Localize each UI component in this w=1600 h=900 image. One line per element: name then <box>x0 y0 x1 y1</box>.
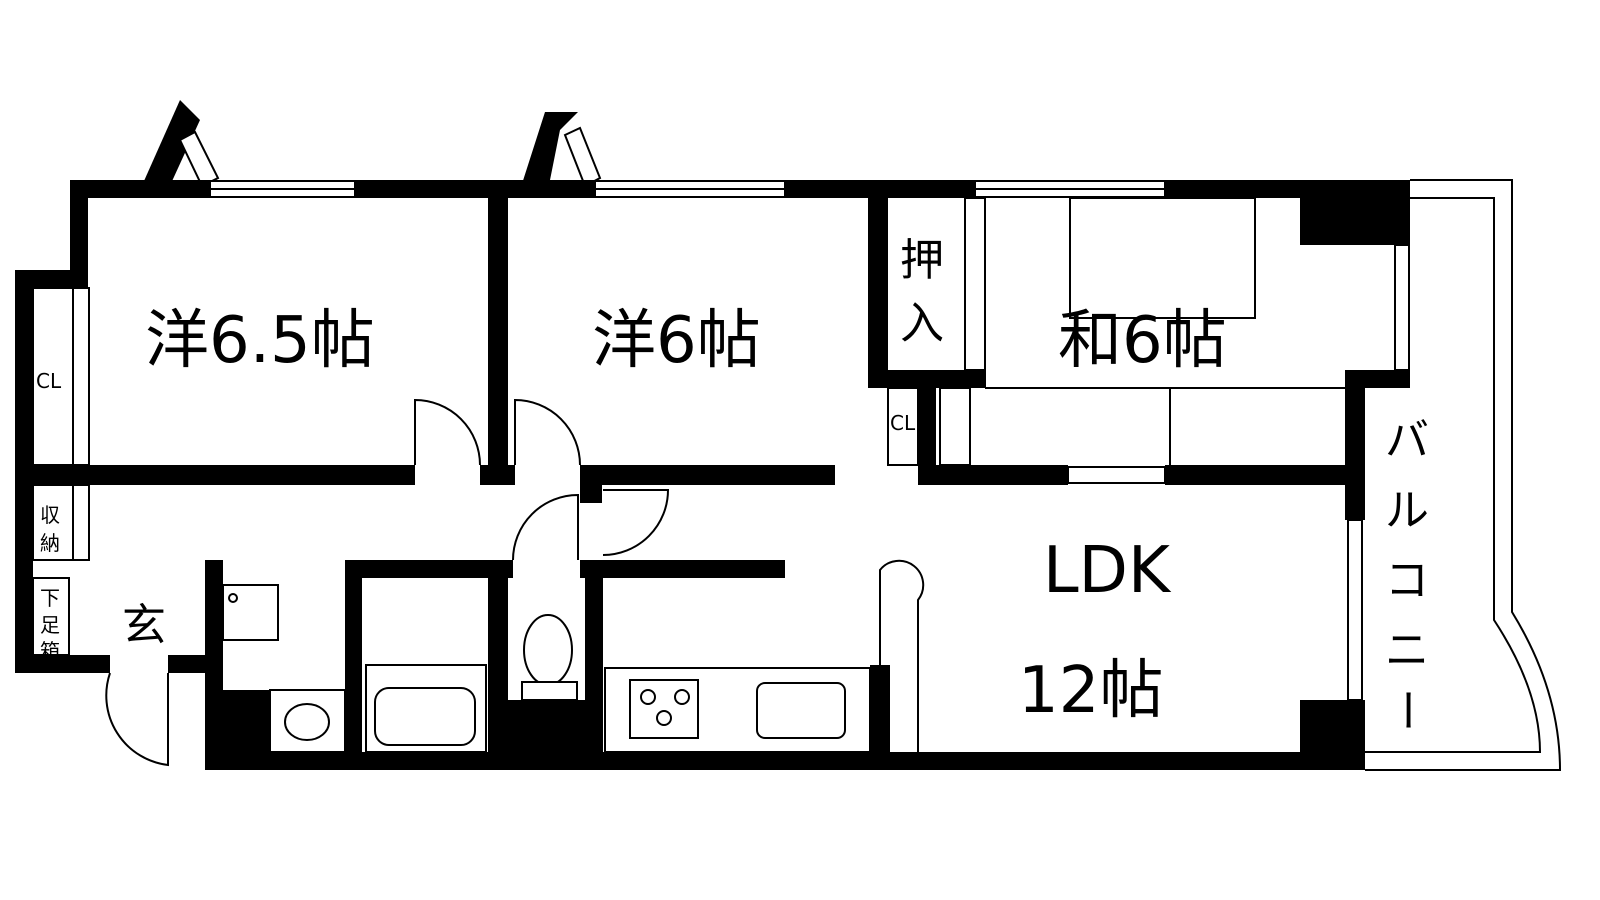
svg-text:ー: ー <box>1381 688 1432 732</box>
svg-text:入: 入 <box>900 298 944 349</box>
bay-window-1 <box>140 100 200 190</box>
room-label-western-6: 洋6帖 <box>592 304 761 378</box>
svg-text:下: 下 <box>40 586 60 610</box>
bay-window-2 <box>520 112 578 190</box>
room-label-ldk-size: 12帖 <box>1018 654 1163 728</box>
closet-label-1: CL <box>36 369 62 393</box>
svg-text:足: 足 <box>40 613 60 637</box>
room-label-western-6-5: 洋6.5帖 <box>145 304 375 378</box>
entrance-label: 玄 <box>122 600 166 651</box>
closet-label-2: CL <box>890 411 916 435</box>
bay-window-2-glass <box>563 126 602 188</box>
shoe-box-label: 下 足 箱 <box>40 586 60 663</box>
balcony-inner <box>1365 197 1542 753</box>
storage-label: 収 納 <box>40 503 60 555</box>
oshiire-label: 押 入 <box>900 235 944 349</box>
windows <box>209 180 1410 701</box>
svg-text:ル: ル <box>1385 485 1429 536</box>
svg-text:収: 収 <box>40 503 60 527</box>
svg-text:バ: バ <box>1385 415 1429 466</box>
walls <box>15 180 1410 770</box>
room-label-japanese-6: 和6帖 <box>1058 304 1227 378</box>
balcony-label: バ ル コ ニ ー <box>1381 415 1432 732</box>
svg-text:押: 押 <box>900 235 944 286</box>
svg-text:ニ: ニ <box>1385 625 1429 676</box>
room-label-ldk: LDK <box>1043 534 1172 608</box>
bay-window-1-glass <box>178 130 220 188</box>
balcony-outline <box>1365 179 1562 771</box>
svg-text:箱: 箱 <box>40 639 60 663</box>
fixtures <box>32 197 1345 767</box>
svg-text:コ: コ <box>1385 555 1429 606</box>
svg-text:納: 納 <box>40 531 60 555</box>
